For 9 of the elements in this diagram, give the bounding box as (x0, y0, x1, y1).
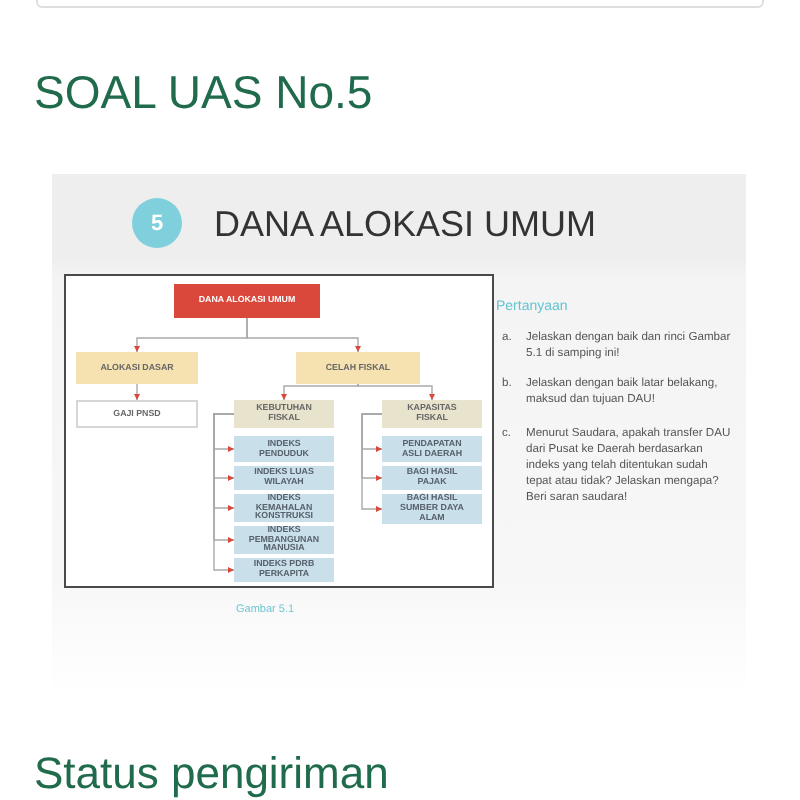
arrow (280, 383, 359, 401)
page-heading: SOAL UAS No.5 (34, 66, 373, 118)
arrow (357, 383, 436, 401)
arrow (133, 383, 141, 401)
slide-title: DANA ALOKASI UMUM (214, 203, 597, 243)
arrow (213, 413, 235, 574)
arrow (246, 317, 362, 353)
arrow (361, 413, 383, 513)
section-heading: Status pengiriman (34, 750, 389, 798)
